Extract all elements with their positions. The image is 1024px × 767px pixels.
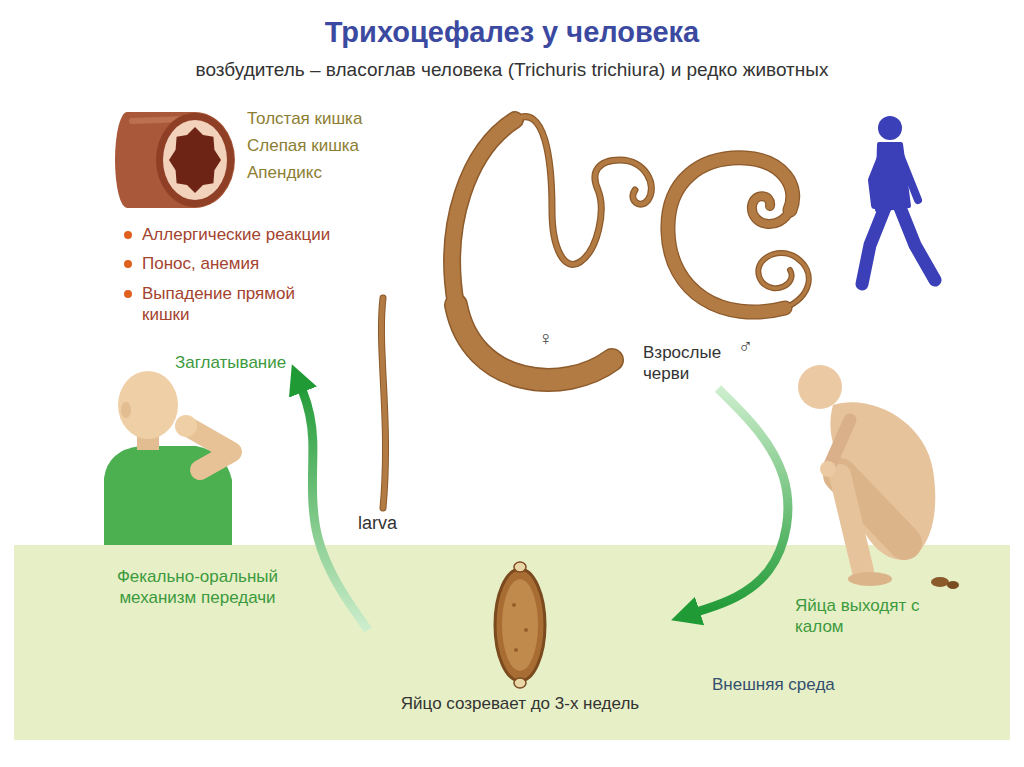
intestine-wall — [115, 112, 235, 208]
symptom-item: Понос, анемия — [142, 253, 259, 274]
worm-outline — [515, 117, 651, 265]
subtitle: возбудитель – власоглав человека (Trichu… — [0, 58, 1024, 82]
larva-body — [381, 298, 385, 508]
feces-piece — [947, 581, 959, 589]
walking-human — [862, 116, 935, 284]
egg-speck — [514, 648, 518, 652]
intestine-tube — [115, 112, 235, 208]
crouching-person — [798, 365, 935, 586]
egg-speck — [524, 628, 528, 632]
person-hand — [820, 461, 836, 477]
eating-person — [104, 371, 232, 545]
edge-label: Фекально-оральный механизм передачи — [95, 566, 300, 609]
bullet-dots — [124, 231, 132, 298]
symptom-item: Аллергические реакции — [142, 224, 330, 245]
egg — [495, 562, 545, 688]
symptom-item: Выпадение прямой кишки — [142, 283, 327, 326]
bullet-dot — [124, 290, 132, 298]
title: Трихоцефалез у человека — [0, 14, 1024, 50]
stage-label: Взрослые черви — [640, 340, 740, 387]
egg-plug — [514, 562, 526, 572]
intestine-lumen — [169, 127, 221, 193]
female-worm — [452, 117, 651, 380]
stage-label: Заглатывание — [172, 350, 289, 375]
human-leg — [862, 205, 886, 284]
egg-stage: Яйцо созревает до 3-х недель — [370, 555, 670, 718]
human-leg — [899, 205, 935, 280]
worm-body — [515, 117, 651, 265]
person-hand — [175, 415, 197, 437]
worm-outline — [452, 120, 515, 305]
worm-body — [752, 196, 790, 224]
human-arm — [898, 150, 918, 200]
male-worm — [668, 158, 809, 312]
person-foot — [848, 572, 892, 586]
sex-symbol: ♀ — [538, 326, 553, 351]
edge-label: Яйца выходят с калом — [795, 595, 945, 638]
organ-label: Слепая кишка — [247, 135, 359, 156]
feces-piece — [931, 577, 949, 587]
worm-outline — [456, 305, 612, 380]
human-arm — [872, 150, 884, 205]
organ-label: Апендикс — [247, 162, 322, 183]
human-head — [878, 116, 902, 140]
intestine-mucosa — [163, 120, 227, 200]
cycle-arrow — [691, 389, 788, 614]
person-arm — [190, 428, 232, 470]
stage-caption: larva — [358, 512, 397, 535]
egg-shell — [495, 569, 545, 681]
larva — [381, 298, 385, 508]
person-arm — [830, 420, 850, 465]
intestine-rim — [156, 113, 234, 207]
egg-plug — [514, 678, 526, 688]
feces — [931, 577, 959, 589]
person-ear — [121, 402, 131, 418]
bullet-dot — [124, 260, 132, 268]
bullet-dot — [124, 231, 132, 239]
node-text: Внешняя среда — [712, 674, 835, 695]
node-text: Взрослые черви — [643, 342, 737, 385]
node-text: Яйцо созревает до 3-х недель — [370, 693, 670, 714]
person-head — [798, 365, 842, 409]
environment-ground — [14, 545, 1010, 740]
person-head — [118, 371, 178, 439]
worm-outline — [758, 253, 808, 308]
worm-body — [758, 253, 808, 308]
larva-outline — [381, 298, 385, 508]
sex-symbol: ♂ — [738, 334, 753, 359]
node-text: Заглатывание — [175, 352, 286, 373]
person-shin — [840, 475, 863, 571]
worm-body — [456, 305, 612, 380]
worm-body — [452, 120, 515, 305]
organ-label: Толстая кишка — [247, 108, 362, 129]
cycle-arrow — [300, 384, 368, 630]
egg-content — [502, 579, 538, 671]
egg-speck — [512, 603, 516, 607]
